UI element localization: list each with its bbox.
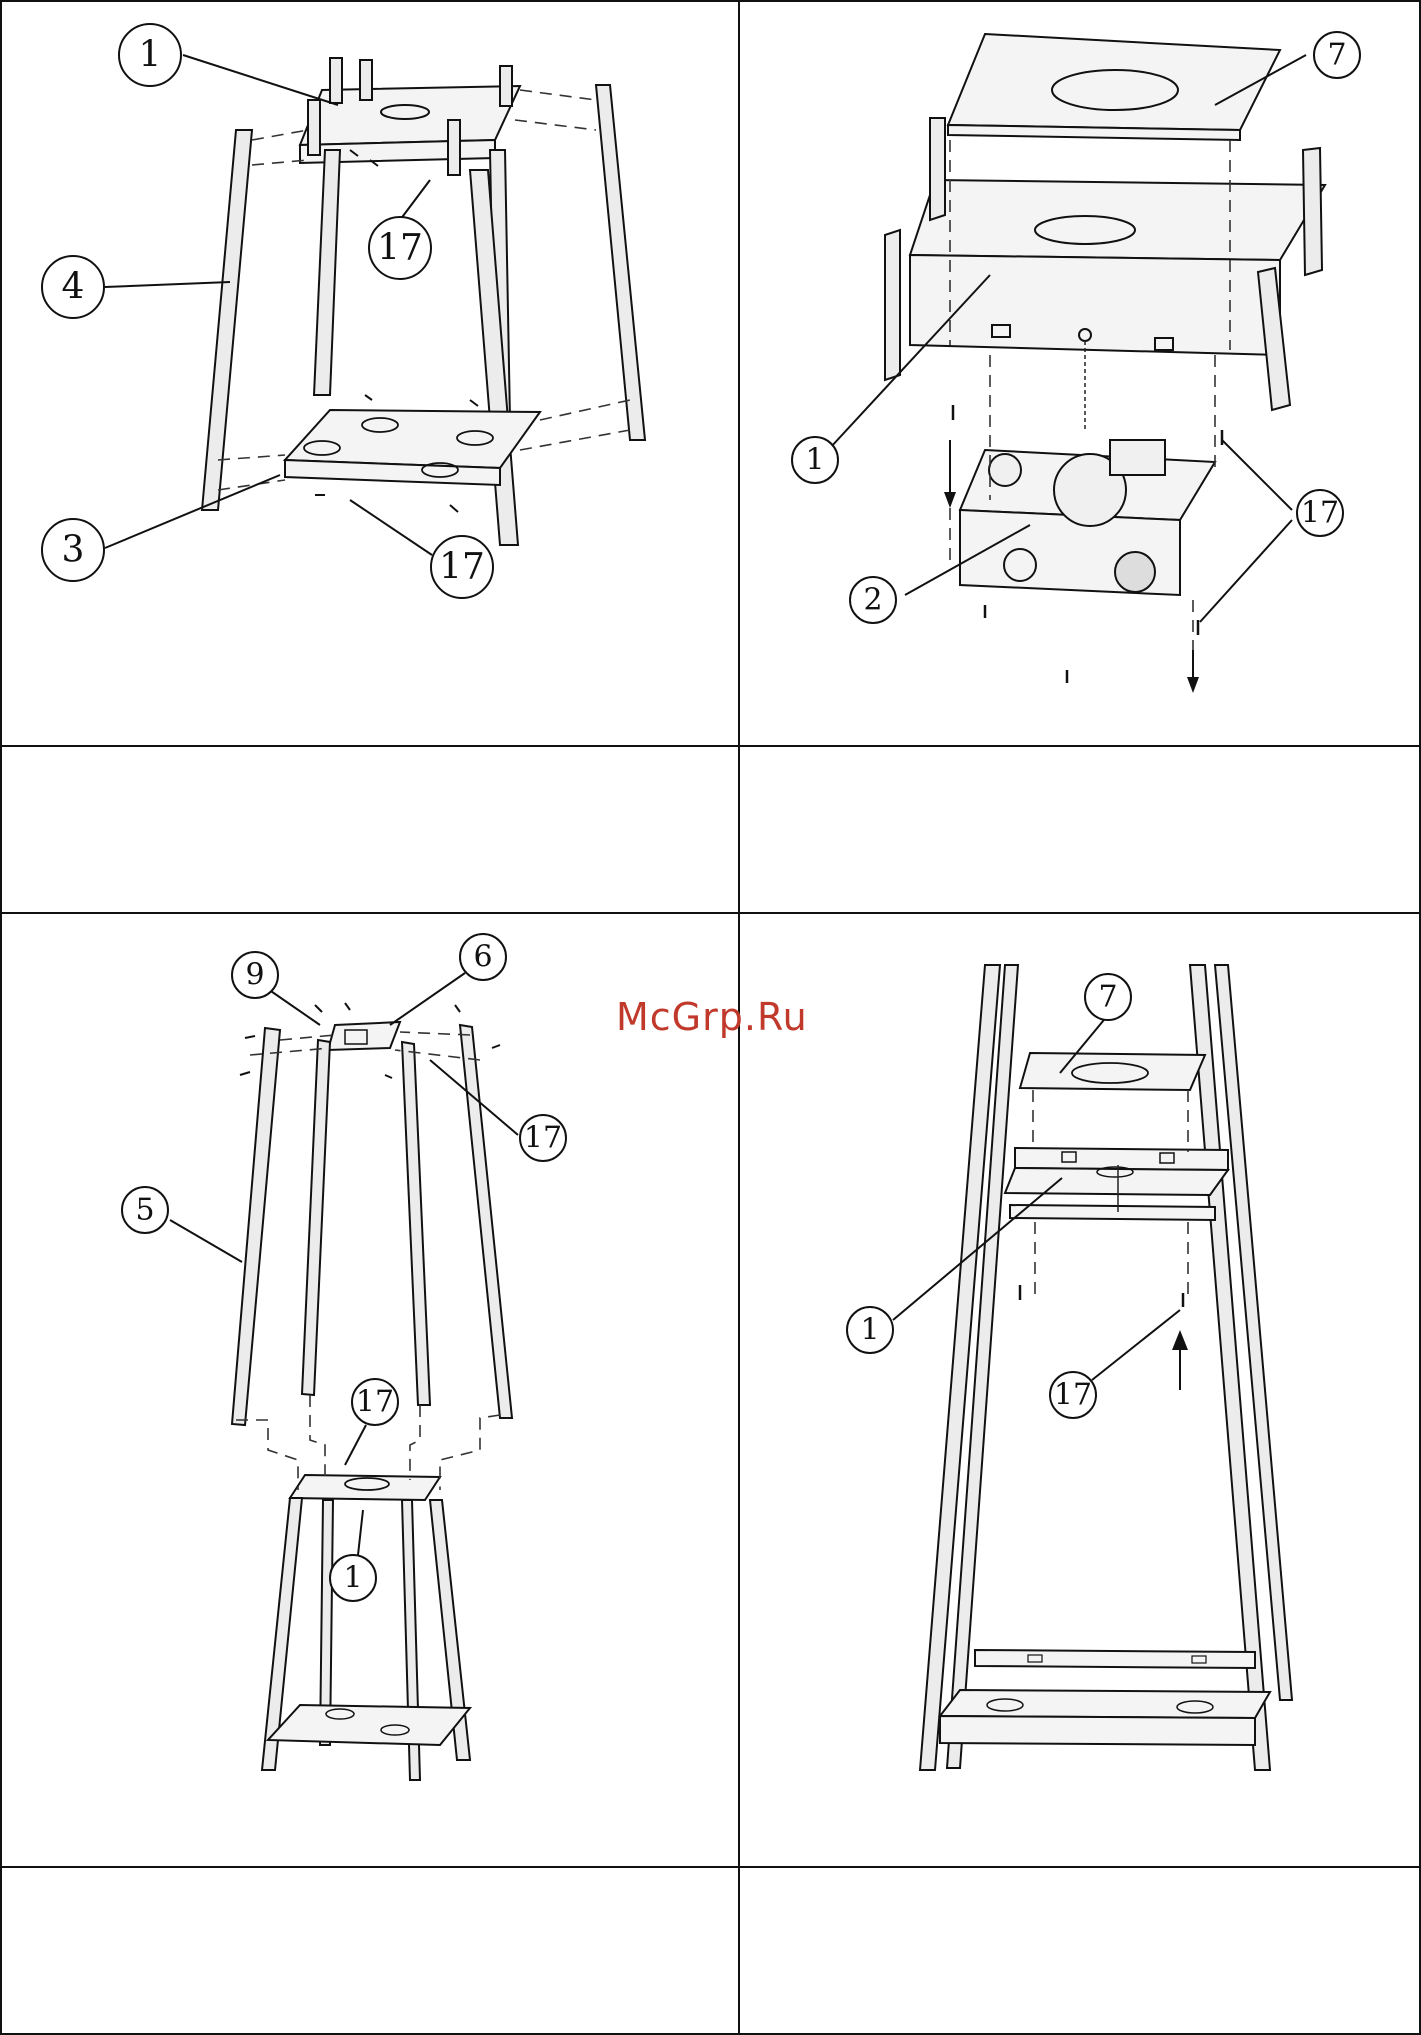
callout-5: 5	[135, 1193, 154, 1228]
callout-1: 1	[860, 1313, 879, 1348]
callout-17: 17	[1054, 1378, 1092, 1413]
panel-3-diagram	[170, 973, 518, 1780]
panel-4-diagram	[893, 965, 1292, 1770]
callout-1: 1	[139, 35, 162, 76]
callout-3: 3	[62, 530, 85, 571]
callout-7: 7	[1098, 980, 1117, 1015]
callout-1: 1	[343, 1561, 362, 1596]
callout-17: 17	[524, 1121, 562, 1156]
callout-4: 4	[62, 267, 85, 308]
watermark: McGrp.Ru	[616, 995, 808, 1039]
callout-9: 9	[245, 958, 264, 993]
callout-1: 1	[805, 443, 824, 478]
callout-17: 17	[1301, 496, 1339, 531]
callout-7: 7	[1327, 38, 1346, 73]
callout-17: 17	[439, 547, 485, 588]
callout-6: 6	[473, 940, 492, 975]
callout-17: 17	[356, 1385, 394, 1420]
panel-1-diagram	[105, 55, 645, 555]
panel-2-diagram	[830, 34, 1325, 693]
callout-17: 17	[377, 228, 423, 269]
callout-2: 2	[863, 583, 882, 618]
